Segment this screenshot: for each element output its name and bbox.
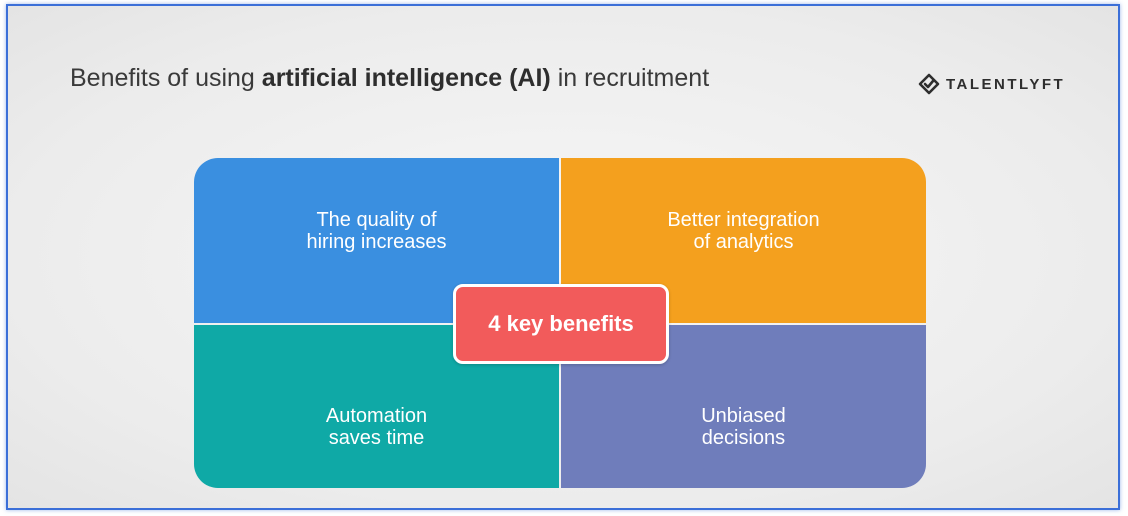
quadrant-label-line2: hiring increases: [306, 230, 447, 253]
quadrant-label-line1: Better integration: [667, 208, 820, 231]
title-suffix: in recruitment: [550, 64, 710, 92]
benefits-diagram: The quality of hiring increases Better i…: [194, 158, 926, 488]
quadrant-label-line1: Unbiased: [701, 404, 786, 427]
logo-text: TALENTLYFT: [946, 75, 1066, 93]
title-prefix: Benefits of using: [70, 64, 262, 92]
center-label: 4 key benefits: [488, 311, 634, 336]
diamond-check-icon: [918, 73, 940, 95]
quadrant-quality-of-hiring: The quality of hiring increases: [194, 158, 559, 323]
center-label-box: 4 key benefits: [453, 284, 669, 364]
talentlyft-logo: TALENTLYFT: [918, 72, 1065, 96]
quadrant-label-line2: decisions: [701, 426, 786, 449]
title-bold: artificial intelligence (AI): [261, 64, 551, 92]
image-frame: Benefits of using artificial intelligenc…: [6, 4, 1120, 510]
quadrant-label-line1: The quality of: [316, 208, 437, 231]
quadrant-unbiased-decisions: Unbiased decisions: [561, 325, 926, 488]
quadrant-label-line2: saves time: [328, 426, 425, 449]
quadrant-label-line1: Automation: [325, 404, 428, 427]
page-title: Benefits of using artificial intelligenc…: [70, 64, 709, 93]
quadrant-label-line2: of analytics: [693, 230, 794, 253]
quadrant-analytics-integration: Better integration of analytics: [561, 158, 926, 323]
